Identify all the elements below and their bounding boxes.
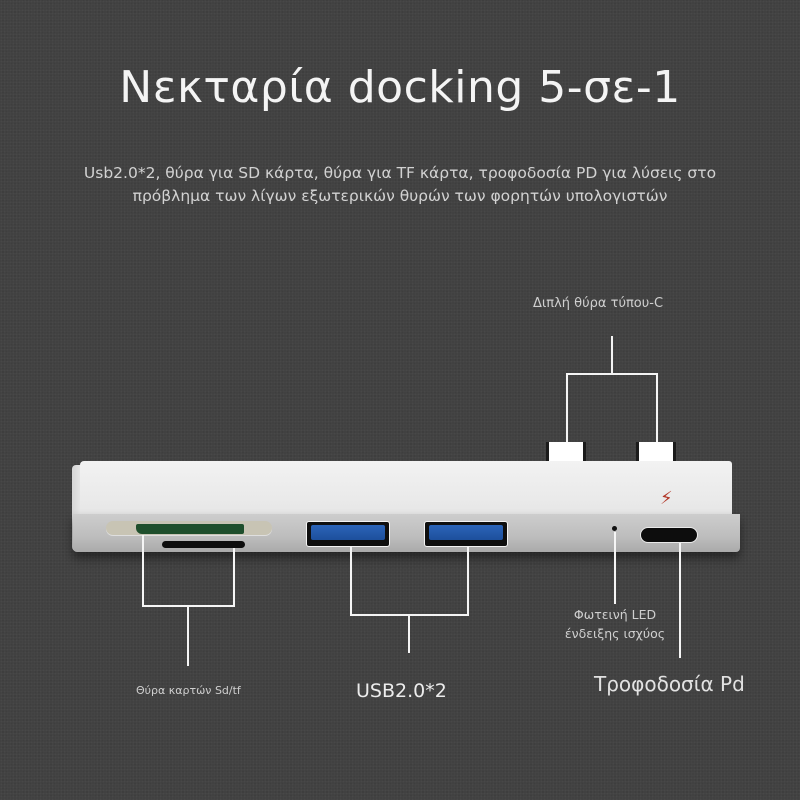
usb-c-pd-port [640,527,698,543]
page-subtitle: Usb2.0*2, θύρα για SD κάρτα, θύρα για TF… [40,162,760,208]
callout-line-tf-right [233,548,235,607]
callout-line-usb-stem [408,615,410,653]
callout-line-sd-left [142,535,144,607]
callout-line-typec-left [566,373,568,445]
callout-line-led [614,532,616,604]
label-pd-power: Τροφοδοσία Pd [594,672,745,696]
label-led-line-2: ένδειξης ισχύος [564,626,666,641]
label-usb: USB2.0*2 [356,680,447,702]
callout-line-typec-bar [566,373,658,375]
usb-a-port-2 [424,521,508,547]
callout-line-typec-stem [611,336,613,374]
usb-c-plug-2 [636,442,676,462]
usb-c-plug-1 [546,442,586,462]
hub-top-surface [80,461,732,517]
usb-a-port-2-tongue [429,525,503,540]
usb-a-port-1-tongue [311,525,385,540]
subtitle-line-2: πρόβλημα των λίγων εξωτερικών θυρών των … [132,187,668,205]
callout-line-typec-right [656,373,658,445]
subtitle-line-1: Usb2.0*2, θύρα για SD κάρτα, θύρα για TF… [83,164,717,182]
label-led-line-1: Φωτεινή LED [573,607,657,622]
callout-line-card-stem [187,606,189,666]
page-title: Νεκταρία docking 5-σε-1 [119,62,681,113]
label-dual-typec: Διπλή θύρα τύπου-C [533,296,664,311]
label-led: Φωτεινή LED ένδειξης ισχύος [556,605,674,643]
label-card-reader: Θύρα καρτών Sd/tf [136,684,241,697]
sd-card [136,524,244,534]
callout-line-pd [679,543,681,658]
callout-line-usb-left [350,546,352,616]
tf-card-slot [162,541,245,548]
power-led-indicator [612,526,617,531]
usb-a-port-1 [306,521,390,547]
callout-line-usb-right [467,546,469,616]
lightning-bolt-icon: ⚡ [660,488,673,509]
